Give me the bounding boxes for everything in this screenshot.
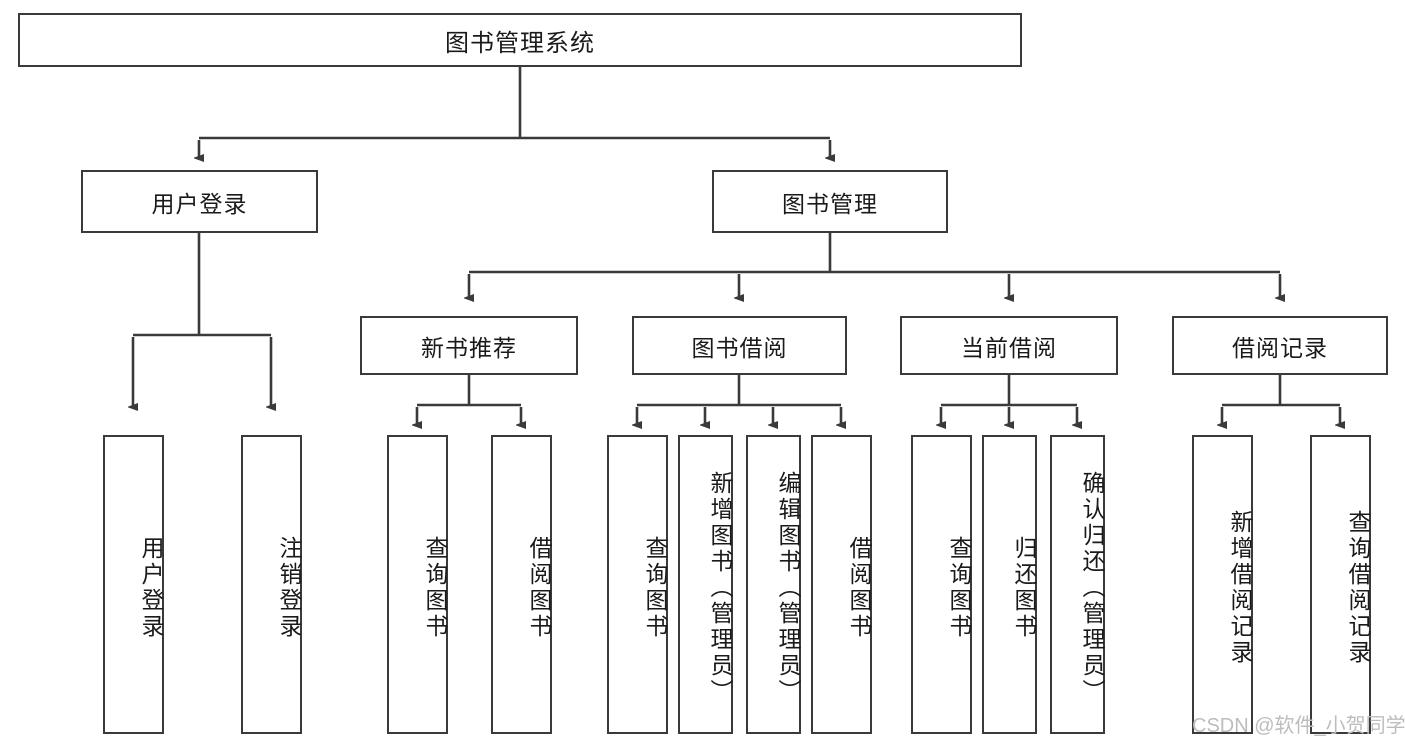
node-root-system[interactable]: 图书管理系统: [18, 13, 1022, 67]
node-current-borrow[interactable]: 当前借阅: [900, 316, 1118, 375]
node-label: 借阅图书: [846, 535, 872, 640]
node-label: 新书推荐: [421, 334, 517, 361]
leaf-confirm-return-admin[interactable]: 确认归还（管理员）: [1050, 435, 1105, 734]
node-label: 归还图书: [1011, 535, 1037, 640]
node-label: 新增借阅记录: [1227, 509, 1253, 666]
leaf-borrow-book-new[interactable]: 借阅图书: [491, 435, 552, 734]
node-label: 查询图书: [422, 535, 448, 640]
leaf-edit-book-admin[interactable]: 编辑图书（管理员）: [746, 435, 801, 734]
node-label: 图书管理: [782, 190, 878, 217]
leaf-user-login[interactable]: 用户登录: [103, 435, 164, 734]
leaf-borrow-book[interactable]: 借阅图书: [811, 435, 872, 734]
leaf-add-book-admin[interactable]: 新增图书（管理员）: [678, 435, 733, 734]
node-label: 编辑图书（管理员）: [775, 470, 801, 705]
node-label: 注销登录: [276, 535, 302, 640]
node-label: 图书借阅: [691, 334, 788, 361]
leaf-query-book-new[interactable]: 查询图书: [387, 435, 448, 734]
node-label: 查询借阅记录: [1345, 509, 1371, 666]
node-label: 图书管理系统: [445, 29, 595, 57]
leaf-query-book-borrow[interactable]: 查询图书: [607, 435, 668, 734]
node-label: 用户登录: [138, 535, 164, 640]
node-label: 借阅图书: [526, 535, 552, 640]
node-label: 查询图书: [946, 535, 972, 640]
node-book-management[interactable]: 图书管理: [712, 170, 948, 233]
node-label: 确认归还（管理员）: [1079, 470, 1105, 705]
leaf-add-borrow-record[interactable]: 新增借阅记录: [1192, 435, 1253, 734]
node-user-login[interactable]: 用户登录: [81, 170, 318, 233]
node-label: 新增图书（管理员）: [707, 470, 733, 705]
leaf-query-book-current[interactable]: 查询图书: [911, 435, 972, 734]
leaf-logout[interactable]: 注销登录: [241, 435, 302, 734]
node-borrow-record[interactable]: 借阅记录: [1172, 316, 1388, 375]
node-label: 借阅记录: [1232, 334, 1328, 361]
node-book-borrow[interactable]: 图书借阅: [632, 316, 847, 375]
node-label: 查询图书: [642, 535, 668, 640]
csdn-watermark: CSDN @软件_小贺同学: [1192, 715, 1405, 737]
node-label: 用户登录: [151, 190, 248, 217]
node-new-book-recommend[interactable]: 新书推荐: [360, 316, 578, 375]
node-label: 当前借阅: [961, 334, 1057, 361]
leaf-query-borrow-record[interactable]: 查询借阅记录: [1310, 435, 1371, 734]
leaf-return-book[interactable]: 归还图书: [982, 435, 1037, 734]
